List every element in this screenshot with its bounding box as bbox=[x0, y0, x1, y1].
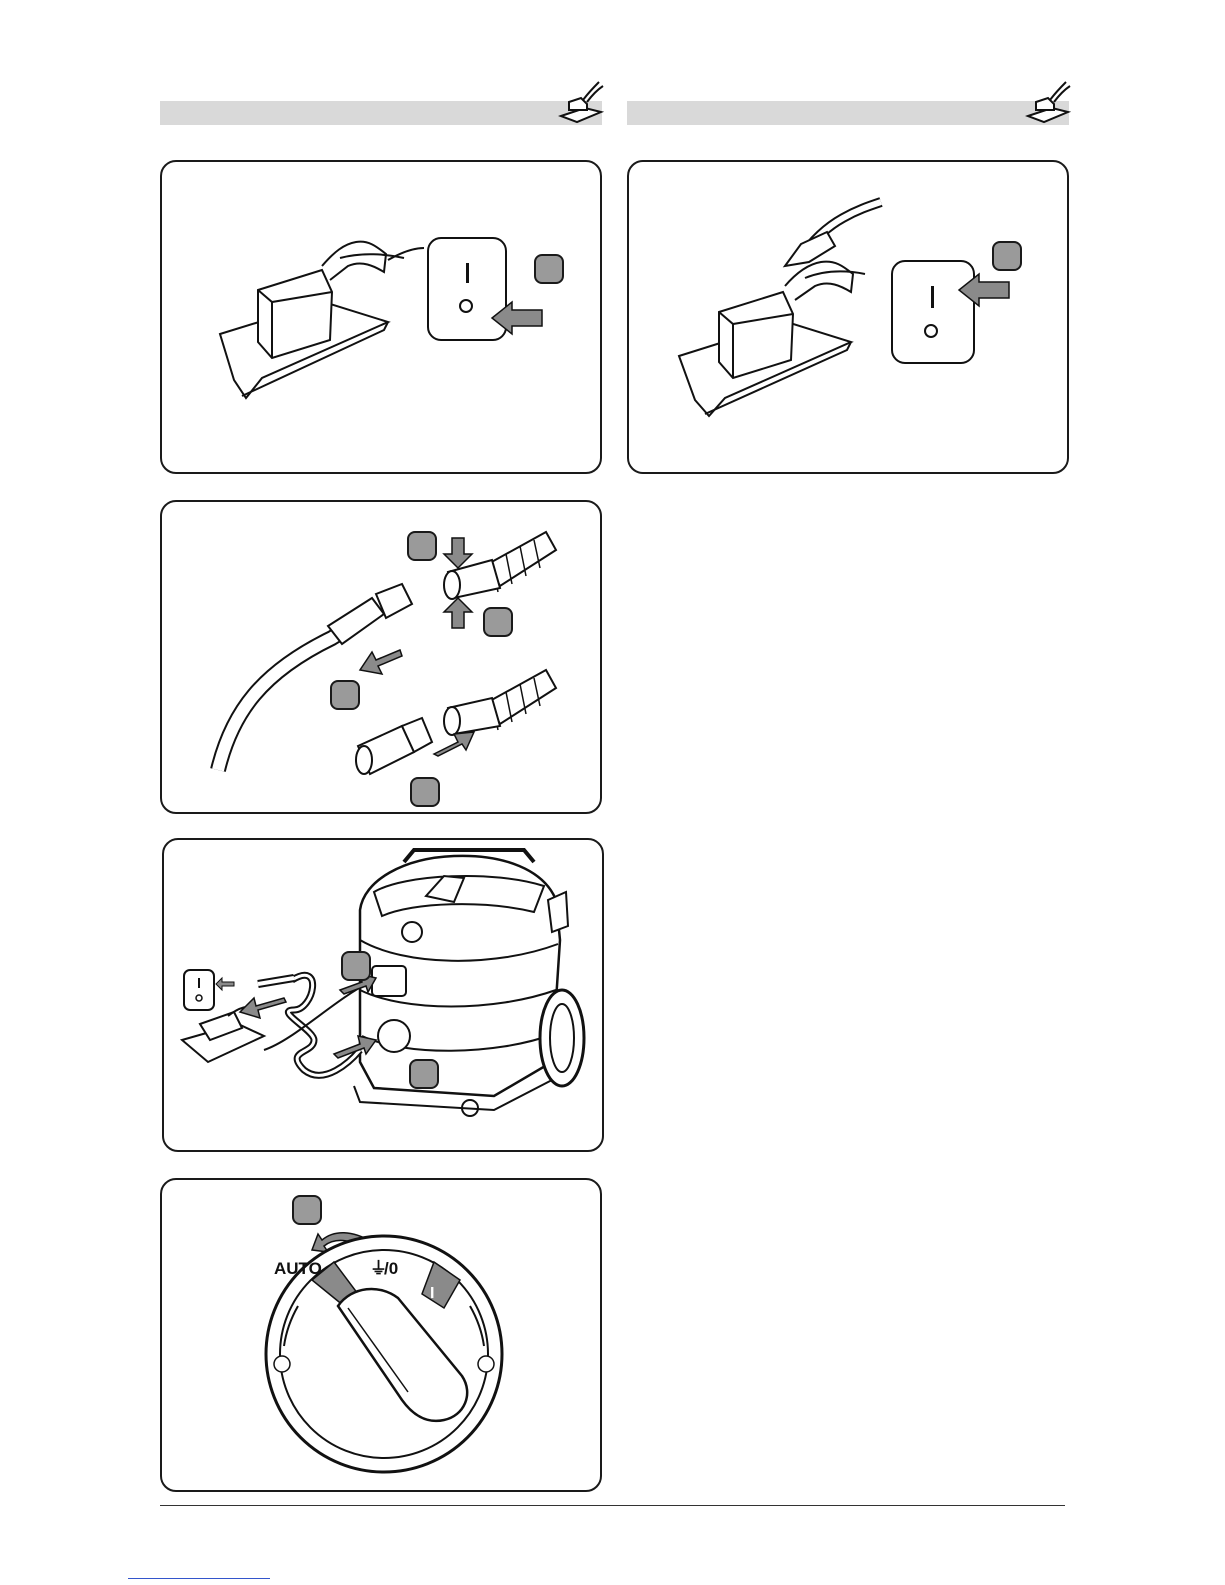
sander-tool-icon bbox=[555, 78, 605, 128]
page-link-underline bbox=[128, 1578, 270, 1579]
press-arrow bbox=[629, 162, 1069, 474]
figure-panel-sander-switch-on bbox=[627, 160, 1069, 474]
vacuum-cleaner-illustration bbox=[164, 840, 604, 1152]
callout-marker bbox=[534, 254, 564, 284]
header-bar-left bbox=[160, 101, 602, 125]
dial-label-plug-off: /0 bbox=[384, 1259, 398, 1278]
figure-panel-selector-dial: AUTO ⏚ /0 I bbox=[160, 1178, 602, 1492]
header-bar-right bbox=[627, 101, 1069, 125]
press-arrow bbox=[162, 162, 602, 474]
figure-panel-sander-switch-off bbox=[160, 160, 602, 474]
callout-marker bbox=[409, 1059, 439, 1089]
sander-tool-icon bbox=[1022, 78, 1072, 128]
callout-marker bbox=[330, 680, 360, 710]
callout-marker bbox=[407, 531, 437, 561]
callout-marker bbox=[341, 951, 371, 981]
hose-adapter-illustration bbox=[162, 502, 602, 814]
callout-marker bbox=[292, 1195, 322, 1225]
footer-rule bbox=[160, 1505, 1065, 1506]
figure-panel-hose-adapter bbox=[160, 500, 602, 814]
dial-label-auto: AUTO bbox=[274, 1259, 322, 1278]
dial-label-on: I bbox=[430, 1285, 434, 1302]
callout-marker bbox=[992, 241, 1022, 271]
callout-marker bbox=[483, 607, 513, 637]
selector-dial-illustration: AUTO ⏚ /0 I bbox=[162, 1180, 602, 1492]
callout-marker bbox=[410, 777, 440, 807]
figure-panel-vacuum-connection bbox=[162, 838, 604, 1152]
